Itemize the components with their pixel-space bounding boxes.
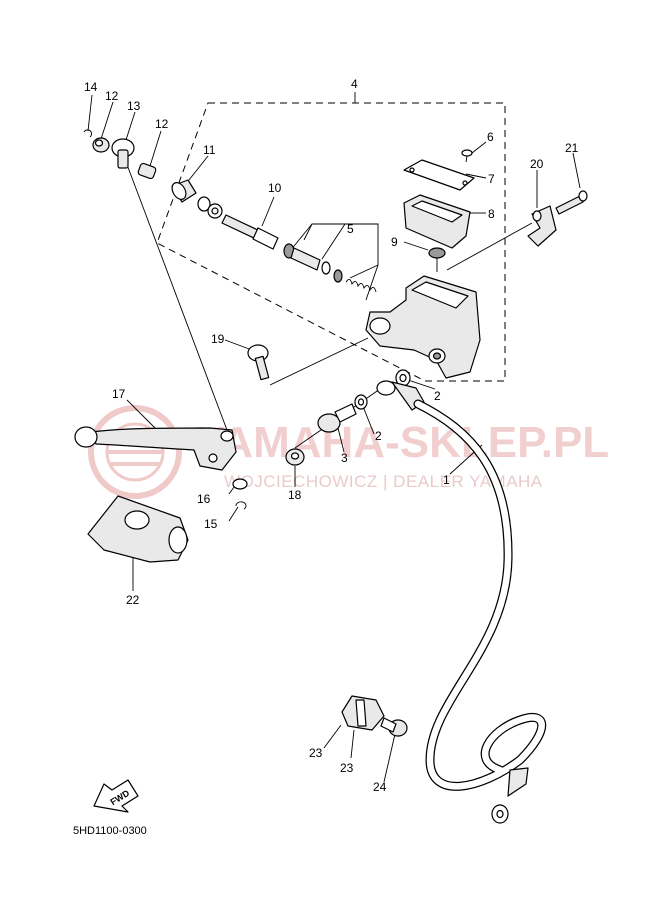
callout-2a: 2 <box>434 389 441 403</box>
callout-23a: 23 <box>309 746 323 760</box>
watermark: YAMAHA-SKLEP.PL WOJCIECHOWICZ | DEALER Y… <box>88 405 609 499</box>
bolt-part-21 <box>555 190 588 215</box>
callout-6: 6 <box>487 130 494 144</box>
pivot-bolt-part-13 <box>111 138 135 169</box>
hose-part-1 <box>376 380 547 824</box>
callout-3: 3 <box>341 451 348 465</box>
washer-part-16 <box>232 478 248 490</box>
watermark-tagline: WOJCIECHOWICZ | DEALER YAMAHA <box>224 472 543 491</box>
bolt-part-24 <box>380 717 408 737</box>
callouts: 4 14 12 13 12 11 10 6 7 8 9 5 20 21 19 2… <box>84 77 579 794</box>
diaphragm-part-8 <box>403 194 471 249</box>
washer-part-2a <box>395 369 411 387</box>
reservoir-cap-part-7 <box>403 159 475 191</box>
callout-15: 15 <box>204 517 218 531</box>
callout-23b: 23 <box>340 761 354 775</box>
callout-12b: 12 <box>155 117 169 131</box>
callout-24: 24 <box>373 780 387 794</box>
callout-22: 22 <box>126 593 140 607</box>
callout-20: 20 <box>530 157 544 171</box>
callout-14: 14 <box>84 80 98 94</box>
lever-cover-part-22 <box>87 495 189 563</box>
fwd-arrow-icon: FWD <box>93 779 139 813</box>
callout-2b: 2 <box>375 429 382 443</box>
callout-10: 10 <box>268 181 282 195</box>
dust-boot-part-11 <box>171 179 223 219</box>
callout-16: 16 <box>197 492 211 506</box>
callout-9: 9 <box>391 235 398 249</box>
callout-12a: 12 <box>105 89 119 103</box>
cap-part-9 <box>428 247 446 259</box>
banjo-bolt-part-3 <box>317 403 357 433</box>
clutch-lever-part-17 <box>74 426 237 471</box>
watermark-brand: YAMAHA-SKLEP.PL <box>196 418 609 467</box>
nut-part-12b <box>137 162 157 180</box>
callout-7: 7 <box>488 172 495 186</box>
callout-11: 11 <box>203 143 216 157</box>
assembly-4-boundary <box>156 102 506 382</box>
diagram-code: 5HD1100-0300 <box>73 825 147 837</box>
callout-13: 13 <box>127 99 141 113</box>
callout-5: 5 <box>347 222 354 236</box>
callout-18: 18 <box>288 488 302 502</box>
circlip-part-14 <box>83 129 92 138</box>
washer-part-2b <box>354 394 368 410</box>
circlip-part-15 <box>235 501 247 510</box>
callout-8: 8 <box>488 207 495 221</box>
nut-part-18 <box>285 448 305 466</box>
callout-4: 4 <box>351 77 358 91</box>
bolt-part-19 <box>247 344 270 381</box>
callout-19: 19 <box>211 332 225 346</box>
hose-holder-part-23 <box>341 695 385 731</box>
master-cylinder-body <box>365 275 481 379</box>
callout-21: 21 <box>565 141 579 155</box>
watermark-logo-icon <box>88 405 182 499</box>
callout-17: 17 <box>112 387 126 401</box>
nut-part-12a <box>92 137 110 153</box>
clamp-part-20 <box>527 205 557 247</box>
push-rod-part-10 <box>221 214 279 250</box>
piston-kit-part-5 <box>283 243 377 293</box>
screw-part-6 <box>461 149 473 163</box>
callout-1: 1 <box>443 473 450 487</box>
